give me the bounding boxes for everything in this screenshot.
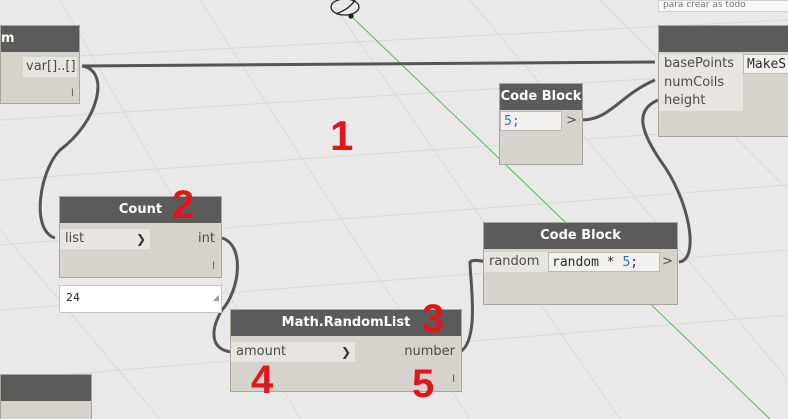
node-make-spiral-method: MakeS (743, 54, 788, 74)
node-topleft[interactable]: m var[]..[] l (0, 25, 80, 104)
node-code-block-2-code-end: ; (630, 255, 639, 270)
node-count-output-int[interactable]: int (198, 231, 215, 246)
node-code-block-2-output[interactable]: > (662, 254, 673, 269)
node-make-spiral[interactable]: basePoints MakeS numCoils height (658, 25, 788, 137)
axis-line (350, 15, 771, 419)
wires (38, 60, 692, 354)
node-make-spiral-input-numcoils[interactable]: numCoils (659, 73, 743, 93)
node-make-spiral-header[interactable] (659, 26, 788, 52)
node-code-block-2-input-label: random (489, 254, 540, 269)
wire-number-to-random (459, 259, 487, 354)
wire-count-to-amount (212, 236, 239, 354)
chevron-right-icon: ❯ (340, 345, 351, 359)
node-code-block-1-editor[interactable]: 5; (500, 111, 562, 131)
node-make-spiral-input-label-1: numCoils (664, 75, 725, 90)
node-random-list-output-label: number (404, 344, 455, 359)
annotation-1: 1 (330, 112, 354, 159)
node-random-list[interactable]: Math.RandomList amount ❯ number l (230, 309, 462, 392)
node-topleft-output-port[interactable]: var[]..[] (23, 57, 77, 77)
tooltip: para crear as todo (658, 0, 788, 12)
node-code-block-2-code-num: 5 (622, 255, 631, 270)
annotation-2: 2 (172, 183, 195, 227)
wire-var-to-basepoints (81, 60, 656, 68)
node-code-block-2-output-label: > (662, 254, 673, 269)
node-code-block-2-header[interactable]: Code Block (484, 223, 677, 249)
node-make-spiral-input-basepoints[interactable]: basePoints (659, 54, 743, 74)
node-code-block-1-code: 5; (504, 114, 520, 129)
node-topleft-header: m (1, 26, 79, 52)
node-make-spiral-method-label: MakeS (747, 57, 787, 72)
chevron-right-icon: ❯ (135, 232, 146, 246)
node-random-list-input-label: amount (236, 344, 287, 359)
node-topleft-output-label: var[]..[] (26, 59, 76, 74)
wire-code2-to-height (641, 98, 692, 264)
node-topleft-footer: l (71, 88, 74, 99)
node-code-block-1-output[interactable]: > (566, 113, 577, 128)
node-code-block-2-editor[interactable]: random * 5; (548, 252, 660, 272)
node-code-block-2[interactable]: Code Block random random * 5; > (483, 222, 678, 305)
wire-code1-to-numcoils (581, 78, 656, 122)
node-make-spiral-input-label-2: height (664, 93, 706, 108)
node-count-footer: l (212, 261, 215, 272)
annotation-4: 4 (251, 358, 274, 402)
node-count[interactable]: Count list ❯ int l (59, 196, 222, 278)
node-count-header[interactable]: Count (60, 197, 221, 223)
resize-grip-icon: ◢ (212, 293, 219, 302)
node-random-list-input-amount[interactable]: amount ❯ (231, 342, 355, 362)
node-count-input-list[interactable]: list ❯ (60, 229, 150, 249)
node-count-output-label: int (198, 231, 215, 246)
node-random-list-header[interactable]: Math.RandomList (231, 310, 461, 336)
node-code-block-1-output-label: > (566, 113, 577, 128)
node-code-block-1[interactable]: Code Block 5; > (499, 83, 583, 165)
tooltip-text: para crear as todo (663, 0, 746, 10)
node-bottomleft-header (1, 375, 91, 401)
annotation-5: 5 (412, 362, 435, 406)
node-random-list-output-number[interactable]: number (404, 344, 455, 359)
origin-icon (330, 0, 360, 19)
count-value-display: 24 ◢ (59, 285, 222, 313)
node-make-spiral-input-height[interactable]: height (659, 91, 743, 111)
node-make-spiral-input-label-0: basePoints (664, 56, 735, 71)
count-value-text: 24 (66, 291, 80, 304)
node-random-list-footer: l (452, 374, 455, 385)
annotation-3: 3 (422, 297, 445, 341)
node-code-block-1-header[interactable]: Code Block (500, 84, 582, 110)
node-code-block-2-input-random[interactable]: random (484, 252, 548, 272)
node-bottomleft[interactable] (0, 374, 92, 419)
node-code-block-2-code-text: random * (552, 255, 623, 270)
wire-var-to-count (38, 64, 100, 240)
node-count-input-label: list (65, 231, 85, 246)
